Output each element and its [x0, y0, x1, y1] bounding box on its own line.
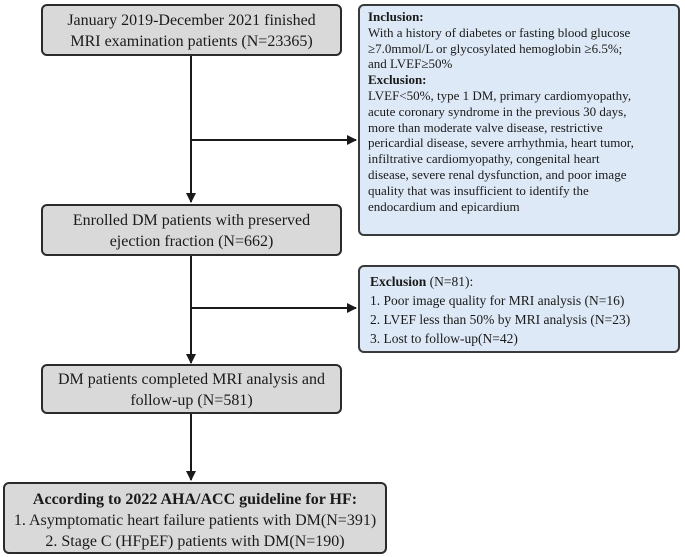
- exclusion-box: Exclusion (N=81): 1. Poor image quality …: [358, 265, 680, 353]
- enrolled-box: Enrolled DM patients with preserved ejec…: [41, 204, 342, 256]
- exclusion-box-heading: Exclusion (N=81):: [370, 272, 672, 291]
- exclusion-line-3: more than moderate valve disease, restri…: [368, 119, 603, 135]
- inclusion-line-2: ≥7.0mmol/L or glycosylated hemoglobin ≥6…: [368, 40, 623, 56]
- exclusion-line-4: pericardial disease, severe arrhythmia, …: [368, 135, 634, 151]
- final-box-title: According to 2022 AHA/ACC guideline for …: [32, 491, 358, 508]
- final-box-line-2: 2. Stage C (HFpEF) patients with DM(N=19…: [45, 533, 345, 550]
- completed-box-line-2: follow-up (N=581): [130, 392, 253, 409]
- exclusion-line-7: quality that was insufficient to identif…: [368, 182, 589, 198]
- start-box-line-2: MRI examination patients (N=23365): [70, 33, 313, 50]
- exclusion-box-count: (N=81):: [426, 274, 474, 289]
- exclusion-line-1: LVEF<50%, type 1 DM, primary cardiomyopa…: [368, 87, 632, 103]
- final-box: According to 2022 AHA/ACC guideline for …: [3, 482, 387, 554]
- exclusion-line-5: infiltrative cardiomyopathy, congenital …: [368, 151, 600, 167]
- completed-box: DM patients completed MRI analysis and f…: [41, 364, 342, 414]
- exclusion-box-label: Exclusion: [370, 274, 427, 289]
- criteria-box: Inclusion: With a history of diabetes or…: [358, 4, 680, 236]
- exclusion-item-1: 1. Poor image quality for MRI analysis (…: [370, 293, 625, 308]
- start-box-line-1: January 2019-December 2021 finished: [67, 12, 316, 29]
- enrolled-box-line-2: ejection fraction (N=662): [109, 233, 274, 250]
- completed-box-line-1: DM patients completed MRI analysis and: [57, 371, 326, 388]
- exclusion-line-8: endocardium and epicardium: [368, 198, 520, 214]
- exclusion-line-2: acute coronary syndrome in the previous …: [368, 103, 627, 119]
- exclusion-line-6: disease, severe renal dysfunction, and p…: [368, 166, 627, 182]
- exclusion-item-2: 2. LVEF less than 50% by MRI analysis (N…: [370, 312, 631, 327]
- exclusion-label: Exclusion:: [368, 72, 427, 88]
- inclusion-line-3: and LVEF≥50%: [368, 56, 453, 72]
- final-box-line-1: 1. Asymptomatic heart failure patients w…: [13, 512, 377, 529]
- exclusion-item-3: 3. Lost to follow-up(N=42): [370, 331, 518, 346]
- inclusion-line-1: With a history of diabetes or fasting bl…: [368, 24, 631, 40]
- start-box: January 2019-December 2021 finished MRI …: [41, 4, 342, 56]
- enrolled-box-line-1: Enrolled DM patients with preserved: [72, 212, 311, 229]
- inclusion-label: Inclusion:: [368, 9, 424, 24]
